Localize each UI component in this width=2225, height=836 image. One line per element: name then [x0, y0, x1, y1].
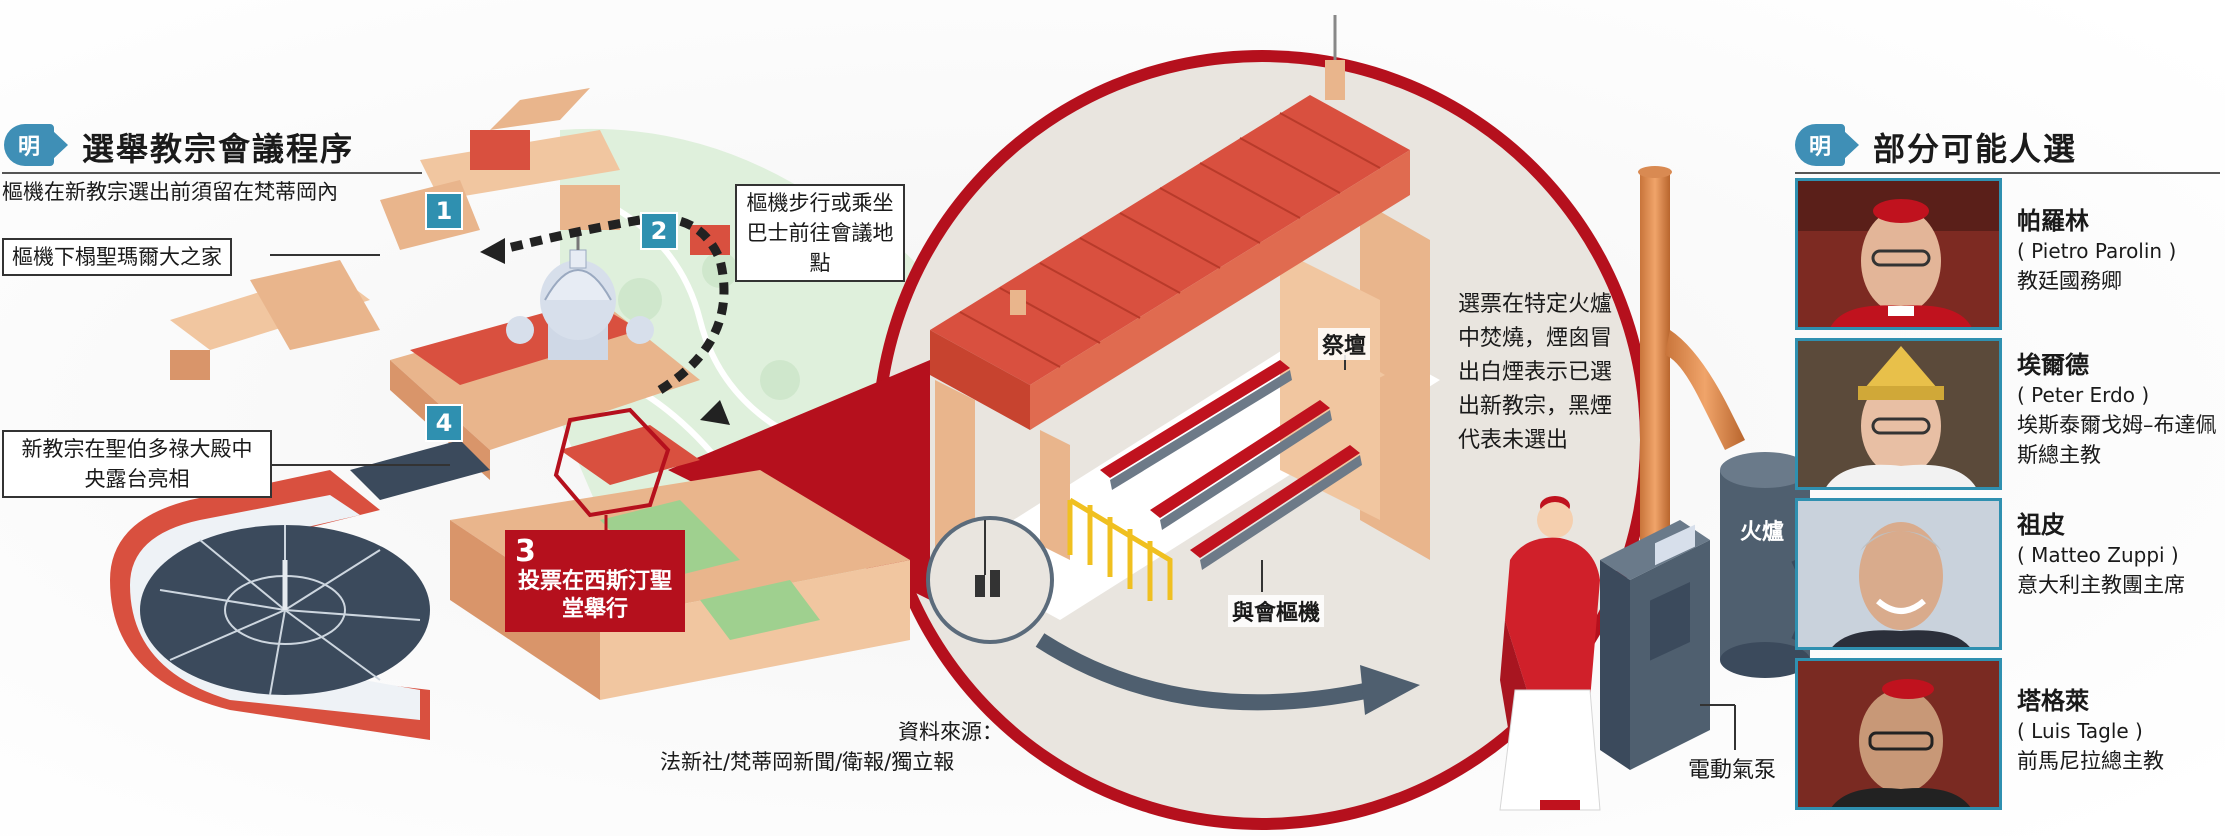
candidate-photo-erdo: [1795, 338, 2002, 490]
candidate-role: 前馬尼拉總主教: [2017, 749, 2164, 773]
pump-label: 電動氣泵: [1688, 758, 1777, 783]
candidate-info-tagle: 塔格萊 ( Luis Tagle ) 前馬尼拉總主教: [2017, 686, 2217, 776]
candidate-name-en: ( Matteo Zuppi ): [2017, 543, 2179, 567]
candidate-name-zh: 塔格萊: [2017, 687, 2089, 715]
step-3-label: 投票在西斯汀聖堂舉行: [517, 569, 672, 622]
candidate-role: 埃斯泰爾戈姆–布達佩斯總主教: [2017, 413, 2217, 467]
sistine-cutaway: [926, 15, 1440, 715]
step-3-callout: 3 投票在西斯汀聖堂舉行: [505, 530, 685, 632]
candidate-name-en: ( Luis Tagle ): [2017, 719, 2143, 743]
cardinals-label: 與會樞機: [1228, 595, 1325, 627]
process-title-rule: [2, 172, 422, 174]
source-label: 資料來源：: [898, 720, 1003, 744]
altar-label: 祭壇: [1318, 328, 1371, 360]
candidate-info-zuppi: 祖皮 ( Matteo Zuppi ) 意大利主教團主席: [2017, 510, 2217, 600]
step-4-badge: 4: [425, 404, 463, 442]
cardinal-figure: [1499, 496, 1601, 811]
step-3-number: 3: [515, 534, 536, 569]
candidate-card-tagle: 塔格萊 ( Luis Tagle ) 前馬尼拉總主教: [1795, 658, 2215, 810]
candidate-info-parolin: 帕羅林 ( Pietro Parolin ) 教廷國務卿: [2017, 206, 2217, 296]
candidate-photo-zuppi: [1795, 498, 2002, 650]
candidate-role: 教廷國務卿: [2017, 269, 2122, 293]
step-4-label: 新教宗在聖伯多祿大殿中央露台亮相: [2, 430, 272, 498]
step-1-label: 樞機下榻聖瑪爾大之家: [2, 238, 232, 276]
candidate-card-erdo: 埃爾德 ( Peter Erdo ) 埃斯泰爾戈姆–布達佩斯總主教: [1795, 338, 2217, 490]
candidates-title-rule: [1795, 172, 2220, 174]
process-title: 選舉教宗會議程序: [82, 130, 355, 168]
candidates-title: 部分可能人選: [1873, 130, 2078, 168]
brand-mark-right: 明: [1795, 124, 1859, 166]
candidate-role: 意大利主教團主席: [2017, 573, 2185, 597]
source-text: 法新社/梵蒂岡新聞/衛報/獨立報: [660, 750, 955, 774]
candidate-name-zh: 埃爾德: [2017, 351, 2089, 379]
candidate-name-zh: 祖皮: [2017, 511, 2065, 539]
candidate-card-parolin: 帕羅林 ( Pietro Parolin ) 教廷國務卿: [1795, 178, 2215, 330]
candidate-name-en: ( Peter Erdo ): [2017, 383, 2150, 407]
candidate-photo-parolin: [1795, 178, 2002, 330]
step-2-label: 樞機步行或乘坐巴士前往會議地點: [735, 184, 905, 282]
vatican-complex: [110, 88, 910, 740]
candidate-card-zuppi: 祖皮 ( Matteo Zuppi ) 意大利主教團主席: [1795, 498, 2215, 650]
candidate-name-zh: 帕羅林: [2017, 207, 2089, 235]
brand-mark-left: 明: [4, 124, 68, 166]
candidate-photo-tagle: [1795, 658, 2002, 810]
step-2-badge: 2: [640, 212, 678, 250]
stove-label: 火爐: [1740, 520, 1785, 545]
candidate-info-erdo: 埃爾德 ( Peter Erdo ) 埃斯泰爾戈姆–布達佩斯總主教: [2017, 350, 2217, 470]
process-subtitle: 樞機在新教宗選出前須留在梵蒂岡內: [2, 180, 338, 204]
candidate-name-en: ( Pietro Parolin ): [2017, 239, 2177, 263]
step-1-badge: 1: [425, 192, 463, 230]
smoke-note: 選票在特定火爐中焚燒，煙囪冒出白煙表示已選出新教宗，黑煙代表未選出: [1458, 292, 1613, 453]
